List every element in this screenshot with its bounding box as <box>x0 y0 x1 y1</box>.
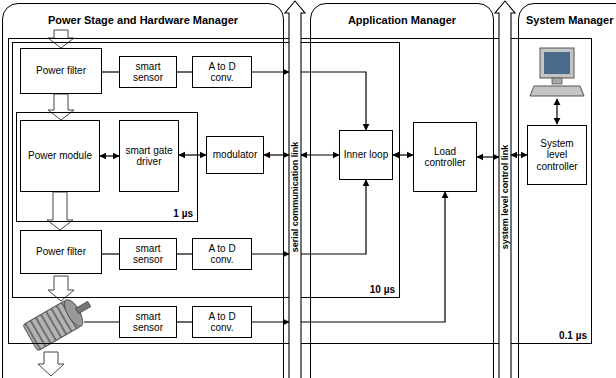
signal-connector <box>264 154 289 155</box>
block-label: Inner loop <box>344 149 388 161</box>
manager-panel: System Manager <box>518 3 616 378</box>
block-label: smart gate driver <box>123 145 175 168</box>
signal-connector <box>301 192 445 322</box>
block-label: smart sensor <box>123 61 173 84</box>
signal-connector <box>100 155 119 156</box>
function-block: smart sensor <box>119 56 177 88</box>
motor-sensor-wire <box>84 321 120 322</box>
motor-illustration <box>23 291 97 351</box>
function-block: Load controller <box>413 122 477 192</box>
function-block: smart sensor <box>119 306 177 338</box>
timing-frame: Power module smart gate driver 1 µs <box>16 112 198 222</box>
timing-frame: Power module smart gate driver 1 µs Power f… <box>12 42 400 298</box>
block-label: Load controller <box>417 146 473 169</box>
power-flow-arrow <box>48 94 74 120</box>
function-block: System level controller <box>527 125 587 185</box>
block-label: smart sensor <box>123 311 173 334</box>
block-label: smart sensor <box>123 243 173 266</box>
function-block: modulator <box>206 136 264 174</box>
function-block: A to D conv. <box>192 306 252 338</box>
timing-label: 1 µs <box>173 208 193 219</box>
function-block: A to D conv. <box>192 56 252 88</box>
computer-icon <box>530 48 584 96</box>
function-block: Power module <box>20 120 100 192</box>
panel-title: Application Manager <box>348 14 456 26</box>
computer-controller-link <box>556 99 557 124</box>
block-label: A to D conv. <box>196 61 248 84</box>
function-block: Power filter <box>20 48 102 94</box>
signal-connector <box>177 71 192 72</box>
function-block: Inner loop <box>339 130 393 180</box>
signal-connector <box>177 321 192 322</box>
block-label: A to D conv. <box>196 243 248 266</box>
function-block: A to D conv. <box>192 238 252 270</box>
power-output-arrow <box>38 352 64 376</box>
signal-connector <box>301 154 339 155</box>
timing-label: 10 µs <box>370 284 395 295</box>
link-label: serial communication link <box>290 142 300 253</box>
link-arrow-outline <box>285 1 305 378</box>
signal-connector <box>102 253 119 254</box>
block-label: Power filter <box>36 65 86 77</box>
function-block: smart gate driver <box>119 120 179 192</box>
function-block: Power filter <box>20 230 102 274</box>
block-label: A to D conv. <box>196 311 248 334</box>
block-label: modulator <box>213 149 257 161</box>
signal-connector <box>511 154 527 155</box>
timing-label: 0.1 µs <box>559 330 587 341</box>
function-block: smart sensor <box>119 238 177 270</box>
communication-link: system level control link <box>499 1 511 378</box>
signal-connector <box>393 154 413 155</box>
power-input-arrow <box>48 30 74 48</box>
signal-connector <box>102 71 119 72</box>
panel-title: System Manager <box>526 14 613 26</box>
signal-connector <box>177 253 192 254</box>
link-arrow-outline <box>495 1 515 378</box>
signal-connector <box>477 156 499 157</box>
link-label: system level control link <box>500 145 510 250</box>
block-label: Power module <box>28 150 92 162</box>
communication-link: serial communication link <box>289 1 301 378</box>
power-flow-arrow <box>47 192 73 230</box>
block-label: System level controller <box>531 138 583 173</box>
block-label: Power filter <box>36 246 86 258</box>
panel-title: Power Stage and Hardware Manager <box>48 14 238 26</box>
signal-connector <box>179 154 206 155</box>
